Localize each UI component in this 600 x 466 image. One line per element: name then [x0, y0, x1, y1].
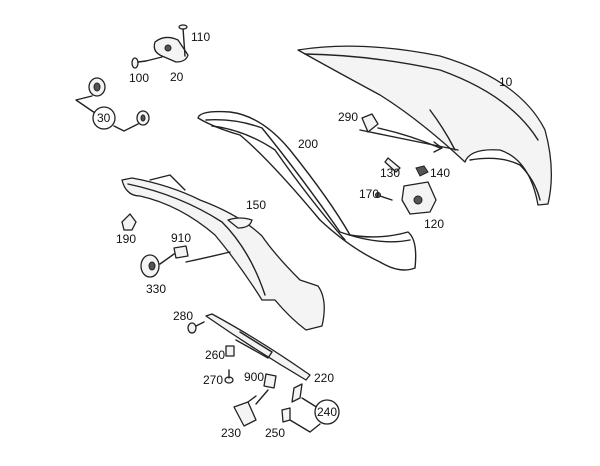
- label-100: 100: [129, 71, 149, 85]
- part-290-clip[interactable]: [361, 113, 443, 153]
- part-140-nut[interactable]: [415, 165, 429, 177]
- part-150-liner[interactable]: [121, 174, 325, 331]
- part-labels: 110 100 20 30 10 290 200 130 140 170 120…: [97, 30, 513, 440]
- part-270-screw[interactable]: [224, 369, 234, 384]
- part-110-bolt[interactable]: [178, 24, 188, 57]
- label-290: 290: [338, 110, 358, 124]
- part-910-bumper[interactable]: [173, 245, 231, 263]
- part-330-grommet[interactable]: [140, 253, 175, 278]
- label-220: 220: [314, 371, 334, 385]
- part-200-seal[interactable]: [197, 110, 417, 271]
- label-280: 280: [173, 309, 193, 323]
- part-120-lock[interactable]: [401, 181, 437, 215]
- part-130-bolt[interactable]: [384, 157, 401, 173]
- label-900: 900: [244, 370, 264, 384]
- part-100-bolt[interactable]: [131, 56, 163, 69]
- label-250: 250: [265, 426, 285, 440]
- part-190-clip[interactable]: [121, 213, 137, 231]
- label-200: 200: [298, 137, 318, 151]
- label-260: 260: [205, 348, 225, 362]
- label-240: 240: [317, 405, 337, 419]
- part-280-bumper[interactable]: [187, 321, 205, 334]
- label-150: 150: [246, 198, 266, 212]
- part-240-lamps[interactable]: [281, 383, 340, 433]
- label-910: 910: [171, 231, 191, 245]
- label-190: 190: [116, 232, 136, 246]
- label-110: 110: [191, 30, 210, 44]
- label-10: 10: [499, 75, 513, 89]
- label-30: 30: [97, 111, 111, 125]
- part-30-grommets[interactable]: [75, 77, 150, 132]
- label-270: 270: [203, 373, 223, 387]
- label-330: 330: [146, 282, 166, 296]
- label-170: 170: [359, 187, 379, 201]
- part-10-trunk-lid[interactable]: [297, 45, 553, 206]
- part-260-nut[interactable]: [225, 345, 235, 357]
- part-220-handle-strip[interactable]: [205, 313, 311, 381]
- label-130: 130: [380, 166, 400, 180]
- label-230: 230: [221, 426, 241, 440]
- label-140: 140: [430, 166, 450, 180]
- part-170-bolt[interactable]: [375, 192, 393, 201]
- part-900-connector[interactable]: [255, 373, 277, 405]
- part-20-hinge[interactable]: [153, 36, 189, 63]
- label-20: 20: [170, 70, 184, 84]
- label-120: 120: [424, 217, 444, 231]
- part-230-camera[interactable]: [233, 395, 257, 427]
